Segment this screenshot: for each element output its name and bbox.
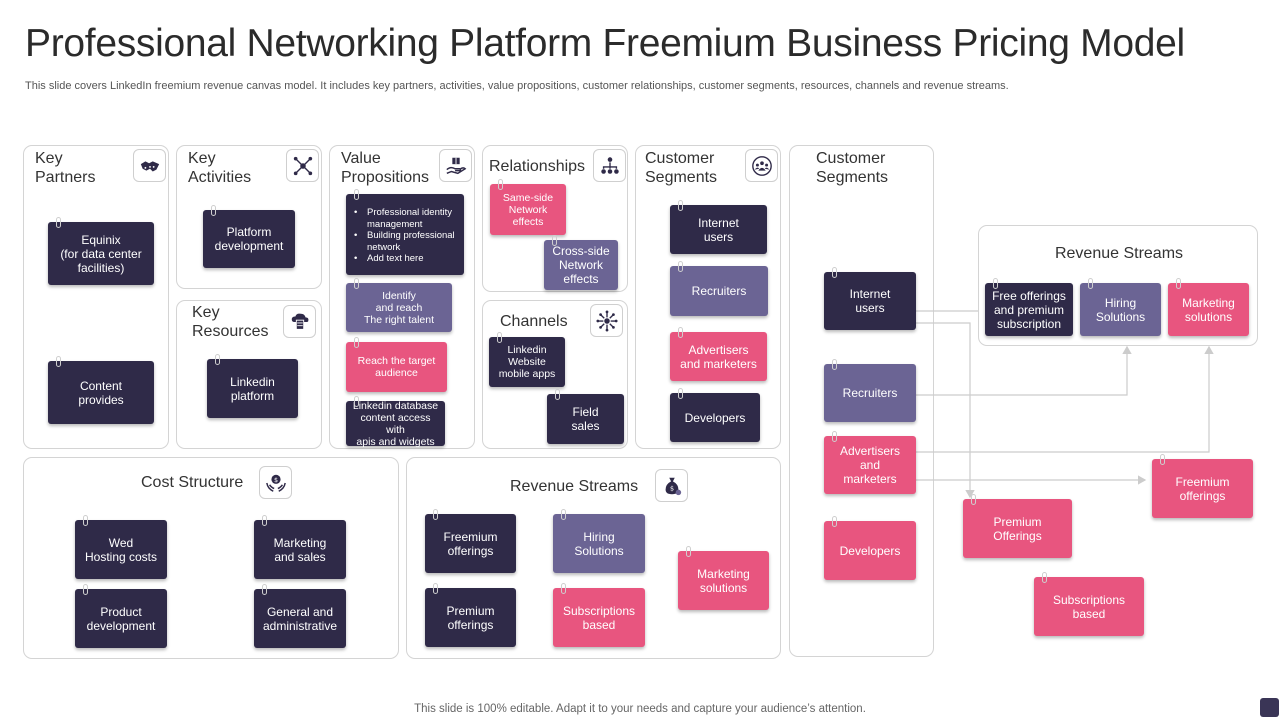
- note-marketing-solutions: Marketing solutions: [678, 546, 769, 610]
- network-nodes-icon: [286, 149, 319, 182]
- org-chart-icon: [593, 149, 626, 182]
- note-content-provides: Content provides: [48, 356, 154, 424]
- flow-output-subscriptions: Subscriptions based: [1034, 572, 1144, 636]
- cloud-server-icon: [283, 305, 316, 338]
- svg-text:$: $: [669, 484, 673, 492]
- note-recruiters: Recruiters: [670, 261, 768, 316]
- note-linkedin-platform: Linkedin platform: [207, 354, 298, 418]
- revenue-streams-title: Revenue Streams: [510, 478, 639, 495]
- note-linkedin-website: Linkedin Website mobile apps: [489, 332, 565, 387]
- flow-output-freemium: Freemium offerings: [1152, 454, 1253, 518]
- note-platform-development: Platform development: [203, 205, 295, 268]
- segments-flow-title: Customer Segments: [816, 150, 889, 186]
- note-advertisers-marketers: Advertisers and marketers: [670, 327, 767, 381]
- channels-title: Channels: [500, 313, 568, 330]
- slide-title: Professional Networking Platform Freemiu…: [25, 22, 1185, 65]
- bullet-item: Add text here: [354, 253, 460, 265]
- hub-icon: [590, 304, 623, 337]
- revenue-flow-title: Revenue Streams: [1054, 245, 1184, 262]
- customer-segments-title: Customer Segments: [645, 150, 718, 186]
- key-activities-title: Key Activities: [188, 150, 252, 186]
- key-partners-title: Key Partners: [35, 150, 96, 186]
- note-product-development: Product development: [75, 584, 167, 648]
- money-bag-icon: $: [655, 469, 688, 502]
- note-reach-audience: Reach the target audience: [346, 337, 447, 392]
- note-linkedin-database: Linkedin database content access with ap…: [346, 396, 445, 448]
- flow-revenue-free-premium: Free offerings and premium subscription: [985, 278, 1073, 336]
- svg-text:$: $: [273, 476, 277, 484]
- note-identify-talent: Identify and reach The right talent: [346, 278, 452, 332]
- flow-revenue-hiring: Hiring Solutions: [1080, 278, 1161, 336]
- bullet-item: Building professional network: [354, 230, 460, 253]
- flow-segment-recruiters: Recruiters: [824, 359, 916, 422]
- note-web-hosting-costs: Wed Hosting costs: [75, 515, 167, 579]
- flow-output-premium: Premium Offerings: [963, 494, 1072, 558]
- slide-subtitle: This slide covers LinkedIn freemium reve…: [25, 80, 1009, 92]
- flow-segment-advertisers: Advertisers and marketers: [824, 431, 916, 494]
- flow-segment-developers: Developers: [824, 516, 916, 580]
- note-internet-users: Internet users: [670, 200, 767, 254]
- value-propositions-title: Value Propositions: [341, 150, 430, 186]
- note-hiring-solutions: Hiring Solutions: [553, 509, 645, 573]
- value-propositions-bullets: Professional identity management Buildin…: [346, 189, 464, 275]
- note-premium-offerings: Premium offerings: [425, 583, 516, 647]
- money-hands-icon: $: [259, 466, 292, 499]
- note-marketing-sales-cost: Marketing and sales: [254, 515, 346, 579]
- hand-gift-icon: [439, 149, 472, 182]
- note-general-administrative: General and administrative: [254, 584, 346, 648]
- bullet-item: Professional identity management: [354, 207, 460, 230]
- people-group-icon: [745, 149, 778, 182]
- corner-marker: [1260, 698, 1279, 717]
- relationships-title: Relationships: [489, 158, 586, 175]
- key-resources-title: Key Resources: [192, 304, 269, 340]
- footer-text: This slide is 100% editable. Adapt it to…: [414, 703, 866, 715]
- note-same-side-network: Same-side Network effects: [490, 179, 566, 235]
- handshake-icon: [133, 149, 166, 182]
- cost-structure-title: Cost Structure: [141, 474, 244, 491]
- note-freemium-offerings: Freemium offerings: [425, 509, 516, 573]
- flow-segment-internet-users: Internet users: [824, 267, 916, 330]
- note-cross-side-network: Cross-side Network effects: [544, 235, 618, 290]
- flow-revenue-marketing: Marketing solutions: [1168, 278, 1249, 336]
- note-equinix: Equinix (for data center facilities): [48, 217, 154, 285]
- note-subscriptions-based: Subscriptions based: [553, 583, 645, 647]
- note-developers: Developers: [670, 388, 760, 442]
- note-field-sales: Field sales: [547, 389, 624, 444]
